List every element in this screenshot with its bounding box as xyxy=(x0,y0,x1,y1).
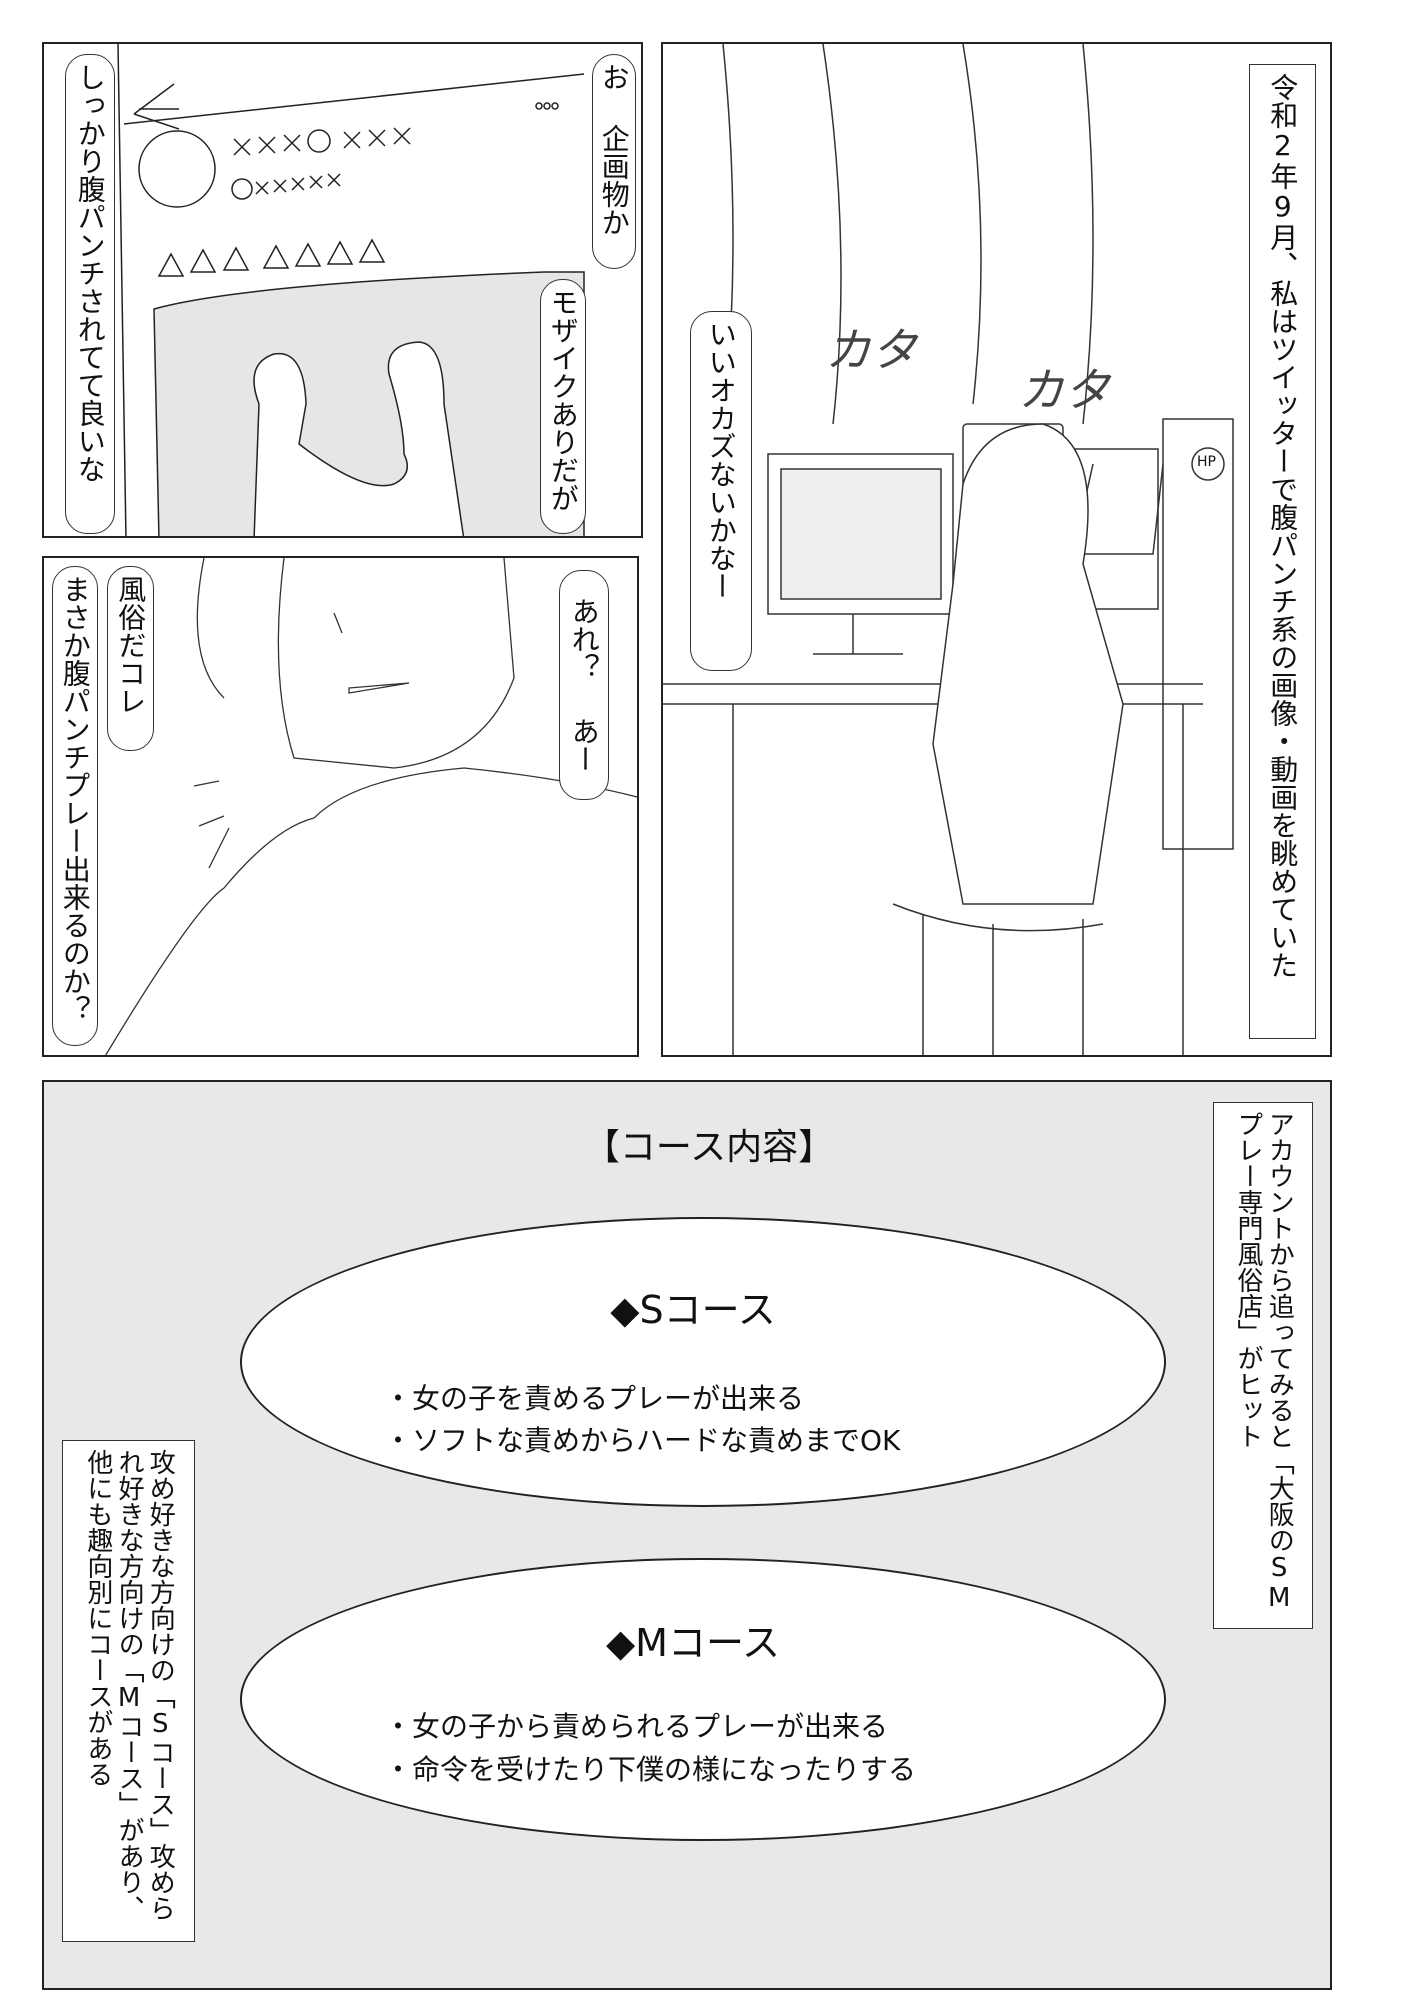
m-course-item: ・女の子から責められるプレーが出来る xyxy=(384,1710,889,1743)
m-course-item: ・命令を受けたり下僕の様になったりする xyxy=(384,1753,917,1786)
s-course-item: ・女の子を責めるプレーが出来る xyxy=(384,1382,805,1415)
panel-desk-scene: HP カタ カタ いいオカズないかなー 令和2年9月、私はツイッターで腹パンチ系… xyxy=(661,42,1332,1057)
bubble-text: しっかり腹パンチされてて良いな xyxy=(73,63,107,483)
sound-effect-2: カタ xyxy=(1018,363,1110,417)
speech-bubble-right-mid: モザイクありだが xyxy=(540,279,586,534)
panel-course-info: 【コース内容】 ◆Sコース ・女の子を責めるプレーが出来る ・ソフトな責めからハ… xyxy=(42,1080,1332,1990)
speech-bubble: あれ？ あー xyxy=(559,570,609,800)
m-course-ellipse: ◆Mコース ・女の子から責められるプレーが出来る ・命令を受けたり下僕の様になっ… xyxy=(240,1558,1166,1841)
speech-bubble-left: しっかり腹パンチされてて良いな xyxy=(65,54,115,534)
back-arrow-icon xyxy=(133,83,180,130)
pc-label: HP xyxy=(1197,454,1216,470)
m-course-title: ◆Mコース xyxy=(605,1621,781,1665)
s-course-ellipse: ◆Sコース ・女の子を責めるプレーが出来る ・ソフトな責めからハードな責めまでO… xyxy=(240,1217,1166,1507)
panel-phone-screen: しっかり腹パンチされてて良いな お 企画物か モザイクありだが xyxy=(42,42,643,538)
narration-caption: 令和2年9月、私はツイッターで腹パンチ系の画像・動画を眺めていた xyxy=(1249,64,1316,1039)
bubble-text: まさか腹パンチプレー出来るのか？ xyxy=(58,575,92,1023)
caption-text: 令和2年9月、私はツイッターで腹パンチ系の画像・動画を眺めていた xyxy=(1266,73,1300,979)
s-course-title: ◆Sコース xyxy=(610,1288,776,1332)
closeup-drawing xyxy=(105,558,637,1055)
panel-closeup: 風俗だコレ まさか腹パンチプレー出来るのか？ あれ？ あー xyxy=(42,556,639,1057)
bubble-text-a: あれ？ xyxy=(567,597,601,681)
speech-bubble-right-top: お 企画物か xyxy=(592,54,636,269)
bubble-text-b: あー xyxy=(567,717,601,773)
bubble-text: 風俗だコレ xyxy=(114,575,148,715)
s-course-item: ・ソフトな責めからハードな責めまでOK xyxy=(384,1424,901,1457)
bubble-text: お 企画物か xyxy=(597,63,631,236)
narration-caption-left: 攻め好きな方向けの「Sコース」攻められ好きな方向けの「Mコース」があり、他にも趣… xyxy=(62,1440,195,1942)
desk-scene-drawing xyxy=(663,44,1234,1055)
bubble-text: モザイクありだが xyxy=(546,288,580,512)
narration-caption-right: アカウントから追ってみると「大阪のSMプレー専門風俗店」がヒット xyxy=(1213,1102,1313,1629)
phone-screen-drawing xyxy=(117,44,585,536)
bubble-text: いいオカズないかなー xyxy=(704,320,738,600)
course-title: 【コース内容】 xyxy=(583,1127,835,1168)
sound-effect-1: カタ xyxy=(825,323,917,377)
thought-bubble-1: 風俗だコレ xyxy=(107,566,154,751)
speech-bubble: いいオカズないかなー xyxy=(690,311,752,671)
caption-text: アカウントから追ってみると「大阪のSMプレー専門風俗店」がヒット xyxy=(1233,1111,1295,1613)
caption-text: 攻め好きな方向けの「Sコース」攻められ好きな方向けの「Mコース」があり、他にも趣… xyxy=(82,1449,176,1921)
thought-bubble-2: まさか腹パンチプレー出来るのか？ xyxy=(52,566,98,1046)
